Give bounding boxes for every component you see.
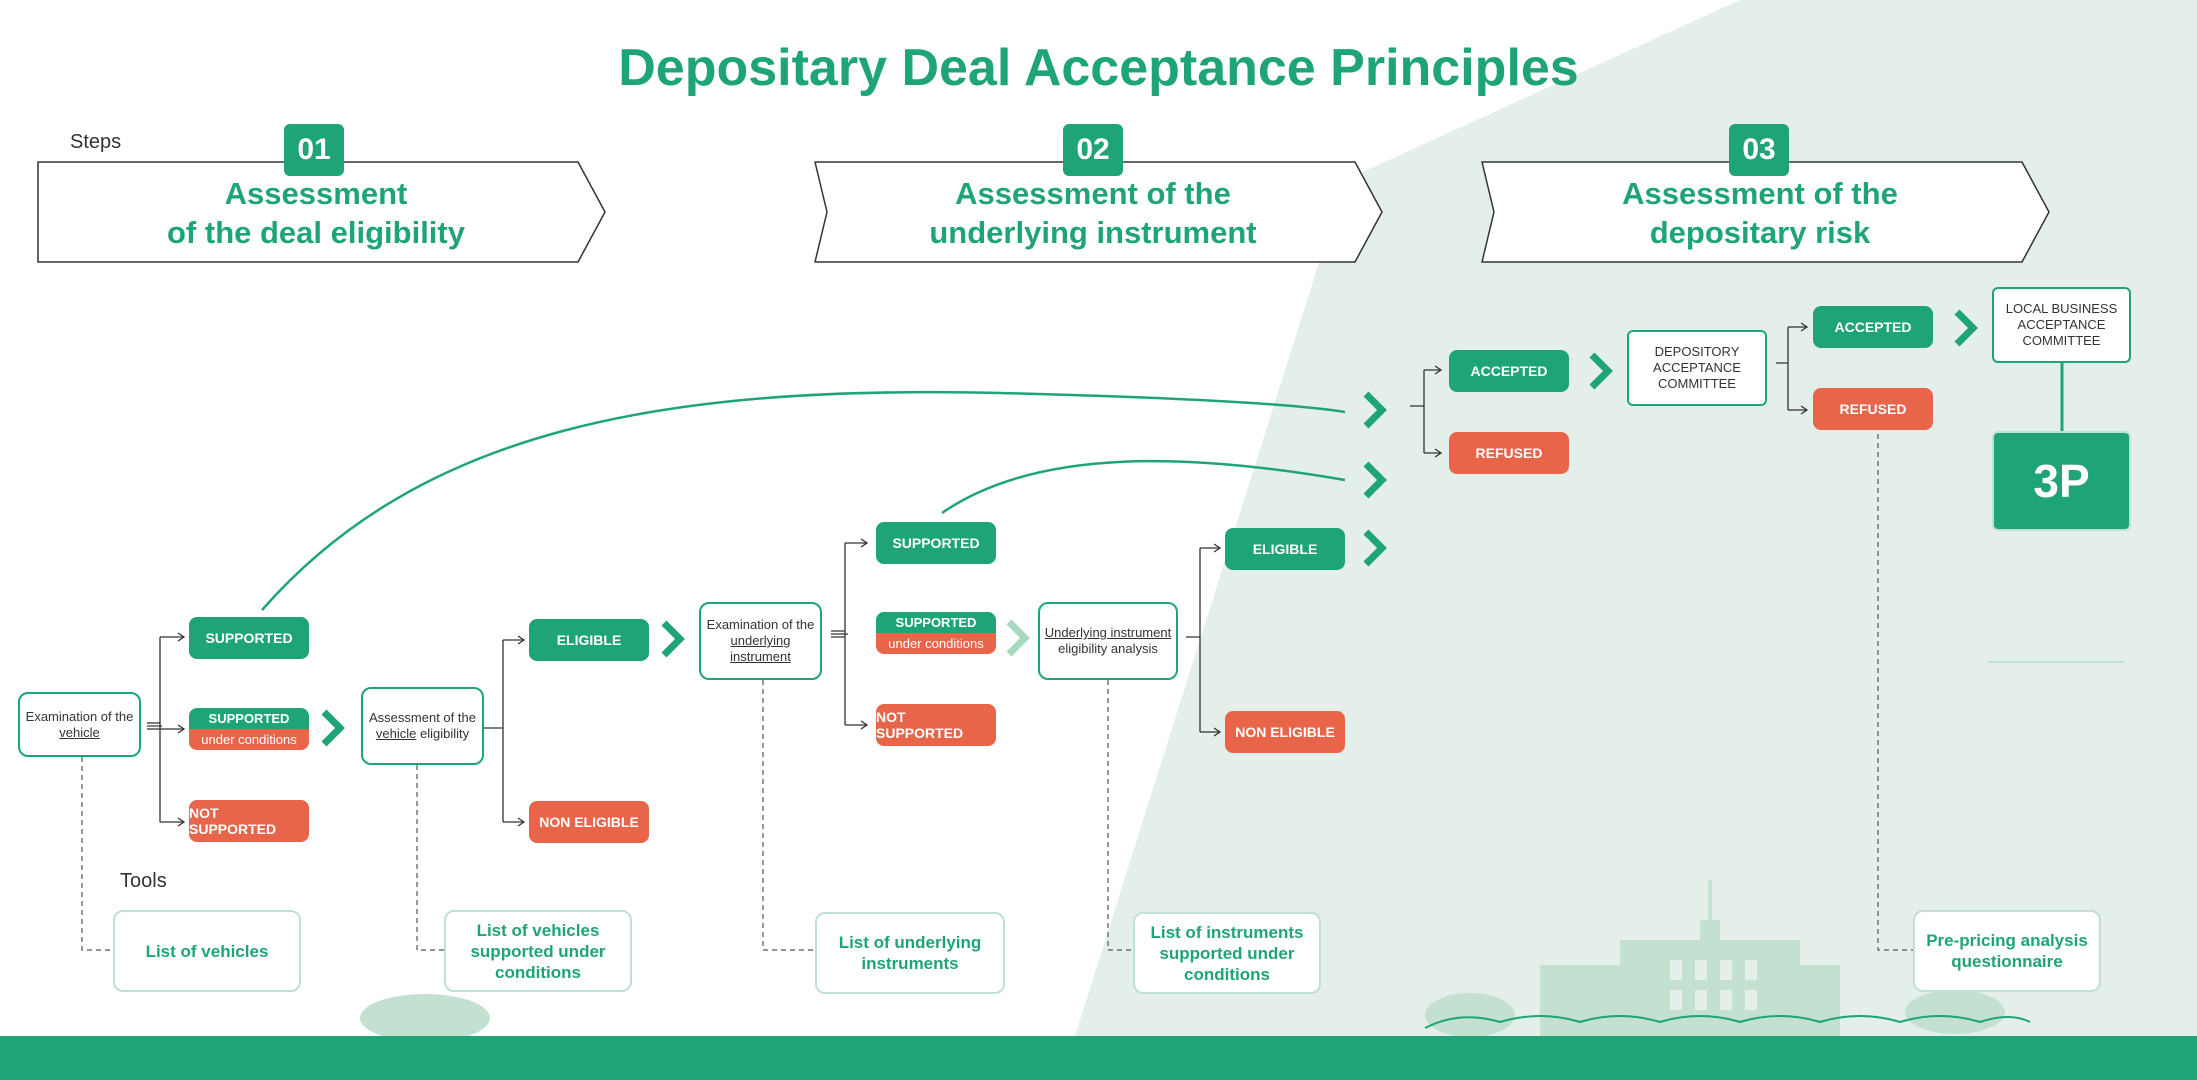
step-title-02: Assessment of the underlying instrument <box>929 176 1257 250</box>
box-examination-instrument: Examination of the underlying instrument <box>699 602 822 680</box>
outcome-supported-conditions-2: SUPPORTED under conditions <box>876 612 996 654</box>
step-badge-01: 01 <box>284 124 344 176</box>
chevron-arrows <box>321 309 1978 747</box>
outcome-conditions-bottom: under conditions <box>189 729 309 750</box>
curve-instrument-to-accepted <box>941 459 1346 515</box>
text-link: vehicle <box>59 724 100 740</box>
tool-list-of-vehicles: List of vehicles <box>113 910 301 992</box>
page-title: Depositary Deal Acceptance Principles <box>618 39 1579 97</box>
step-title-01: Assessment of the deal eligibility <box>167 176 465 250</box>
step-banner-03 <box>1481 161 2050 263</box>
outcome-supported-2: SUPPORTED <box>876 522 996 564</box>
chevron-arrow-faded <box>1006 619 1030 657</box>
fence-line <box>1424 1015 2031 1029</box>
box-depository-committee: DEPOSITORY ACCEPTANCE COMMITTEE <box>1627 330 1767 406</box>
outcome-not-supported-1: NOT SUPPORTED <box>189 800 309 842</box>
outcome-supported-top: SUPPORTED <box>876 612 996 633</box>
building-windows <box>1670 960 1757 1010</box>
text-pre: Examination of the <box>706 617 815 632</box>
text-pre: Examination of the <box>25 708 134 724</box>
outcome-non-eligible-1: NON ELIGIBLE <box>529 801 649 843</box>
outcome-refused-1: REFUSED <box>1449 432 1569 474</box>
text-link: Underlying instrument <box>1044 625 1172 640</box>
double-arrows <box>147 633 848 727</box>
step-banner-02 <box>814 161 1383 263</box>
tool-pre-pricing-questionnaire: Pre-pricing analysis questionnaire <box>1913 910 2101 992</box>
tool-vehicles-under-conditions: List of vehicles supported under conditi… <box>444 910 632 992</box>
tool-list-of-instruments: List of underlying instruments <box>815 912 1005 994</box>
curve-supported-to-accepted <box>261 390 1346 611</box>
outcome-not-supported-2: NOT SUPPORTED <box>876 704 996 746</box>
outcome-non-eligible-2: NON ELIGIBLE <box>1225 711 1345 753</box>
outcome-accepted-1: ACCEPTED <box>1449 350 1569 392</box>
outcome-eligible-2: ELIGIBLE <box>1225 528 1345 570</box>
outcome-refused-2: REFUSED <box>1813 388 1933 430</box>
text-link: underlying instrument <box>730 633 791 664</box>
outcome-supported-conditions-1: SUPPORTED under conditions <box>189 708 309 750</box>
box-assessment-vehicle: Assessment of the vehicle eligibility <box>361 687 484 765</box>
box-3p: 3P <box>1992 431 2131 531</box>
step-banner-01 <box>37 161 606 263</box>
step-badge-02: 02 <box>1063 124 1123 176</box>
outcome-conditions-bottom: under conditions <box>876 633 996 654</box>
box-local-committee: LOCAL BUSINESS ACCEPTANCE COMMITTEE <box>1992 287 2131 363</box>
step-badge-03: 03 <box>1729 124 1789 176</box>
text-post: eligibility analysis <box>1058 641 1158 656</box>
text-link: vehicle <box>375 726 417 741</box>
footer-bar <box>0 1036 2197 1080</box>
outcome-accepted-2: ACCEPTED <box>1813 306 1933 348</box>
tools-label: Tools <box>120 870 167 892</box>
step-title-03: Assessment of the depositary risk <box>1622 176 1898 250</box>
outcome-eligible-1: ELIGIBLE <box>529 619 649 661</box>
connectors <box>147 322 1809 827</box>
steps-label: Steps <box>70 131 122 153</box>
box-instrument-analysis: Underlying instrument eligibility analys… <box>1038 602 1178 680</box>
tool-dashed-lines <box>81 434 1913 951</box>
outcome-supported-top: SUPPORTED <box>189 708 309 729</box>
text-post: eligibility <box>416 726 470 741</box>
outcome-supported-1: SUPPORTED <box>189 617 309 659</box>
text-pre: Assessment of the <box>369 710 476 725</box>
tool-instruments-under-conditions: List of instruments supported under cond… <box>1133 912 1321 994</box>
box-examination-vehicle: Examination of the vehicle <box>18 692 141 757</box>
